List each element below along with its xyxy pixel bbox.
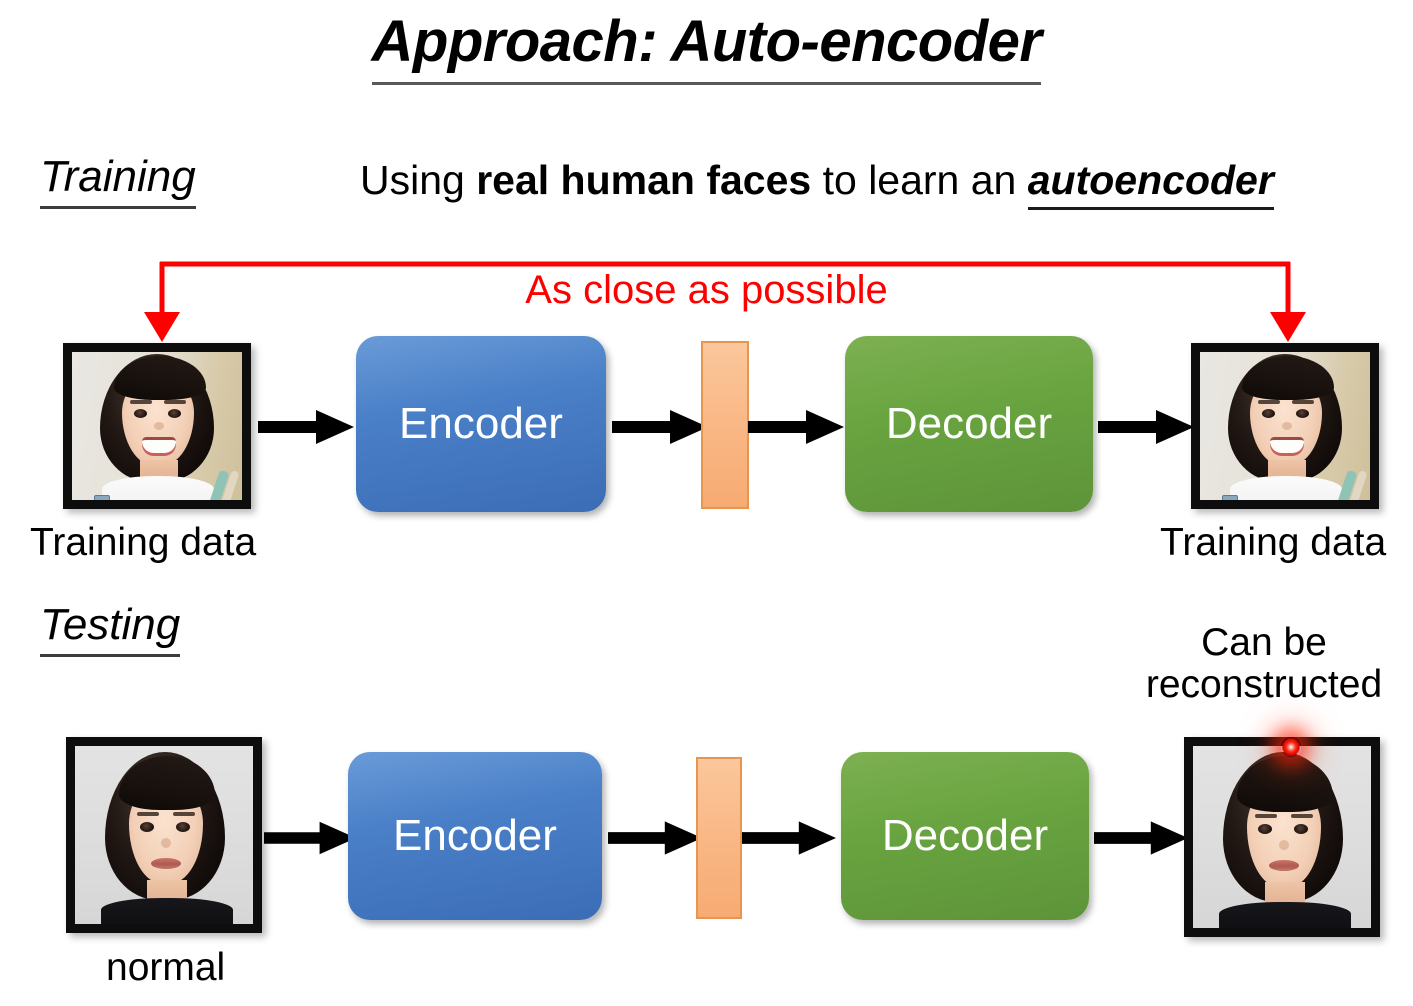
section-label-training-text: Training: [40, 152, 196, 209]
right-arrow-icon: [1098, 410, 1194, 444]
right-arrow-icon: [258, 410, 354, 444]
feedback-caption: As close as possible: [0, 268, 1413, 313]
training-output-caption: Training data: [1160, 521, 1386, 565]
testing-input-caption: normal: [106, 946, 225, 990]
right-arrow-icon: [264, 821, 356, 855]
subtitle-bold: real human faces: [476, 157, 812, 203]
training-latent-bar: [701, 341, 749, 509]
right-arrow-icon: [742, 821, 836, 855]
section-label-testing: Testing: [40, 600, 181, 657]
training-decoder-box[interactable]: Decoder: [845, 336, 1093, 512]
testing-output-caption-line2: reconstructed: [1145, 663, 1383, 707]
testing-encoder-label: Encoder: [393, 811, 557, 860]
subtitle-bold-italic: autoencoder: [1027, 157, 1274, 210]
testing-output-canvas: [1193, 746, 1371, 928]
testing-input-image: [66, 737, 262, 933]
testing-output-caption: Can be reconstructed: [1124, 621, 1404, 707]
section-label-training: Training: [40, 152, 196, 209]
testing-output-image: [1184, 737, 1380, 937]
testing-encoder-box[interactable]: Encoder: [348, 752, 602, 920]
laser-dot-icon: [1281, 737, 1301, 757]
page-title-text: Approach: Auto-encoder: [371, 9, 1042, 85]
subtitle-part2: to learn an: [811, 157, 1028, 203]
testing-decoder-label: Decoder: [881, 811, 1049, 860]
right-arrow-icon: [748, 410, 844, 444]
training-encoder-box[interactable]: Encoder: [356, 336, 606, 512]
training-encoder-label: Encoder: [399, 399, 563, 448]
training-output-image: [1191, 343, 1379, 509]
training-output-canvas: [1200, 352, 1370, 500]
training-input-canvas: [72, 352, 242, 500]
testing-input-caption-text: normal: [106, 946, 226, 989]
feedback-caption-text: As close as possible: [525, 268, 888, 312]
right-arrow-icon: [612, 410, 708, 444]
testing-latent-bar: [696, 757, 742, 919]
training-decoder-label: Decoder: [885, 399, 1053, 448]
training-input-caption-text: Training data: [30, 521, 257, 564]
training-output-caption-text: Training data: [1160, 521, 1387, 564]
training-input-image: [63, 343, 251, 509]
section-label-testing-text: Testing: [40, 600, 181, 657]
right-arrow-icon: [608, 821, 702, 855]
page-title: Approach: Auto-encoder: [0, 8, 1413, 85]
training-subtitle: Using real human faces to learn an autoe…: [360, 157, 1274, 210]
right-arrow-icon: [1094, 821, 1188, 855]
testing-input-canvas: [75, 746, 253, 924]
subtitle-part1: Using: [360, 157, 477, 203]
testing-decoder-box[interactable]: Decoder: [841, 752, 1089, 920]
training-input-caption: Training data: [30, 521, 256, 565]
testing-output-caption-line1: Can be: [1201, 621, 1327, 664]
